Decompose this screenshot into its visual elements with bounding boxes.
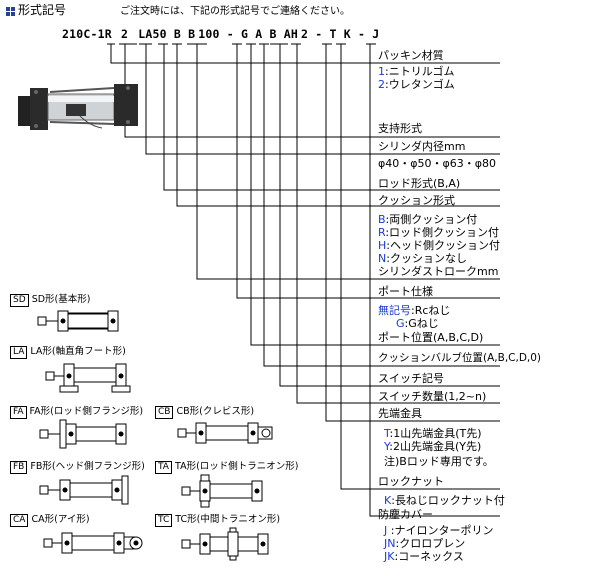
mount-caption-ca: CA CA形(アイ形) (10, 514, 90, 527)
cushion-option-r: R:ロッド側クッション付 (378, 226, 500, 239)
port-pos-label: ポート位置(A,B,C,D) (378, 331, 484, 344)
port-label: ポート仕様 (378, 285, 433, 298)
page-title: 形式記号 (18, 3, 67, 17)
code-cover: J (372, 27, 380, 41)
code-bore: 50 (152, 27, 167, 41)
code-rod: B (173, 27, 181, 41)
bore-label: シリンダ内径mm (378, 140, 466, 153)
code-cushion: B (188, 27, 196, 41)
tip-note: 注)Bロッド専用です。 (384, 455, 494, 468)
code-packing: 2 (121, 27, 129, 41)
code-valve-pos: B (269, 27, 277, 41)
cushion-label: クッション形式 (378, 194, 455, 207)
order-notice: ご注文時には、下記の形式記号でご連絡ください。 (120, 6, 350, 17)
cover-option-jn: JN:クロロプレン (384, 537, 466, 550)
code-switch-qty: 2 (301, 27, 309, 41)
cushion-valve-label: クッションバルブ位置(A,B,C,D,0) (378, 352, 542, 364)
cushion-option-n: N:クッションなし (378, 252, 467, 265)
mount-drawing-ca (43, 532, 143, 554)
tip-label: 先端金具 (378, 407, 422, 420)
cover-label: 防塵カバー (378, 508, 433, 521)
code-series: 210C-1R (62, 27, 112, 41)
code-port-pos: A (255, 27, 263, 41)
code-port: G (241, 27, 249, 41)
mount-caption-sd: SD SD形(基本形) (10, 294, 90, 307)
port-option-none: 無記号:Rcねじ (378, 304, 451, 317)
mount-caption-tc: TC TC形(中間トラニオン形) (155, 514, 280, 527)
tip-option-t: T:1山先端金具(T先) (384, 427, 482, 440)
cover-option-j: J :ナイロンターポリン (384, 524, 494, 537)
tip-option-y: Y:2山先端金具(Y先) (384, 440, 482, 453)
code-stroke: 100 (198, 27, 220, 41)
locknut-option-k: K:長ねじロックナット付 (384, 494, 505, 507)
packing-option-2: 2:ウレタンゴム (378, 78, 455, 91)
switch-qty-label: スイッチ数量(1,2~n) (378, 390, 487, 403)
mount-caption-cb: CB CB形(クレビス形) (155, 406, 254, 419)
port-option-g: G:Gねじ (396, 317, 439, 330)
mount-drawing-la (45, 363, 131, 393)
code-locknut: K (343, 27, 351, 41)
mount-caption-fa: FA FA形(ロッド側フランジ形) (10, 406, 143, 419)
bore-values: φ40・φ50・φ63・φ80 (378, 157, 497, 170)
locknut-label: ロックナット (378, 475, 444, 488)
stroke-label: シリンダストロークmm (378, 265, 499, 278)
code-switch: AH (283, 27, 298, 41)
mount-drawing-fa (39, 419, 127, 449)
mount-label: 支持形式 (378, 122, 422, 135)
switch-label: スイッチ記号 (378, 372, 444, 385)
code-dash: - (315, 27, 323, 41)
mount-drawing-fb (39, 475, 129, 505)
mount-drawing-cb (177, 422, 273, 444)
packing-label: パッキン材質 (378, 49, 444, 62)
code-dash: - (358, 27, 366, 41)
cushion-option-b: B:両側クッション付 (378, 213, 478, 226)
code-mount: LA (138, 27, 153, 41)
cover-option-jk: JK:コーネックス (384, 550, 464, 563)
cushion-option-h: H:ヘッド側クッション付 (378, 239, 500, 252)
mount-drawing-tc (181, 527, 269, 561)
code-tip: T (329, 27, 337, 41)
mount-caption-la: LA LA形(軸直角フート形) (10, 346, 126, 359)
packing-option-1: 1:ニトリルゴム (378, 65, 455, 78)
mount-caption-ta: TA TA形(ロッド側トラニオン形) (155, 461, 298, 474)
code-dash: - (226, 27, 234, 41)
mount-drawing-sd (37, 310, 119, 332)
mount-caption-fb: FB FB形(ヘッド側フランジ形) (10, 461, 145, 474)
mount-drawing-ta (181, 474, 263, 508)
rod-label: ロッド形式(B,A) (378, 177, 461, 190)
